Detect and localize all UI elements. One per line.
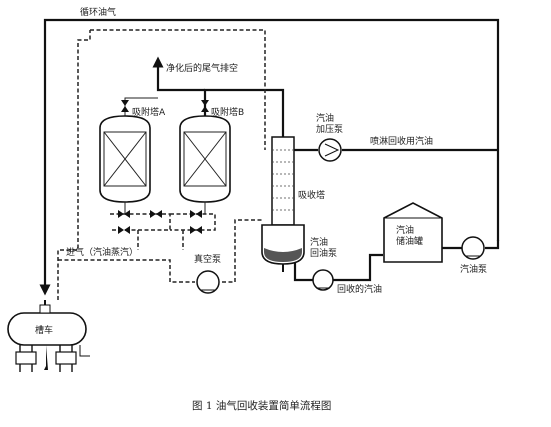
inlet-dashed-line <box>57 30 91 300</box>
gasoline-pump-symbol <box>461 236 485 260</box>
label-vacuum-pump: 真空泵 <box>194 253 221 265</box>
manifold-down-dashed <box>137 230 184 250</box>
label-adsorber-a: 吸附塔A <box>132 106 166 118</box>
adsorber-a <box>99 115 151 214</box>
label-recovered-gasoline: 回收的汽油 <box>337 283 382 295</box>
return-pump-to-storage-pipe <box>333 253 383 282</box>
pump-to-riser-pipe <box>485 240 500 250</box>
label-absorption-tower: 吸收塔 <box>298 189 325 201</box>
vacuum-to-tower-dashed <box>222 219 262 283</box>
figure-caption: 图 1 油气回收装置简单流程图 <box>192 399 331 412</box>
exhaust-up-pipe <box>152 56 205 92</box>
return-pump <box>312 269 334 291</box>
label-storage-tank: 汽油储油罐 <box>396 224 423 247</box>
booster-pump <box>318 138 342 162</box>
label-spray-recovery: 喷淋回收用汽油 <box>370 135 433 147</box>
label-recycle-gas: 循环油气 <box>80 6 116 18</box>
manifold-dashed <box>110 213 216 231</box>
label-adsorber-b: 吸附塔B <box>211 106 244 118</box>
label-inlet-gas: 进气（汽油蒸汽） <box>66 246 138 258</box>
tank-truck <box>7 300 90 372</box>
label-tank-truck: 槽车 <box>35 324 53 336</box>
adsorber-b <box>179 115 231 214</box>
label-return-pump: 汽油回油泵 <box>310 236 337 259</box>
label-booster-pump: 汽油加压泵 <box>316 112 343 135</box>
absorption-tower <box>261 136 305 272</box>
storage-tank <box>383 202 443 263</box>
vacuum-pump-symbol <box>196 270 220 294</box>
inlet-to-tower-dashed <box>58 259 195 283</box>
label-gasoline-pump: 汽油泵 <box>460 263 487 275</box>
valve-group <box>118 100 209 234</box>
recycle-pipe <box>39 18 500 296</box>
label-purified-exhaust: 净化后的尾气排空 <box>166 62 238 74</box>
recycle-dashed-line <box>90 29 266 150</box>
